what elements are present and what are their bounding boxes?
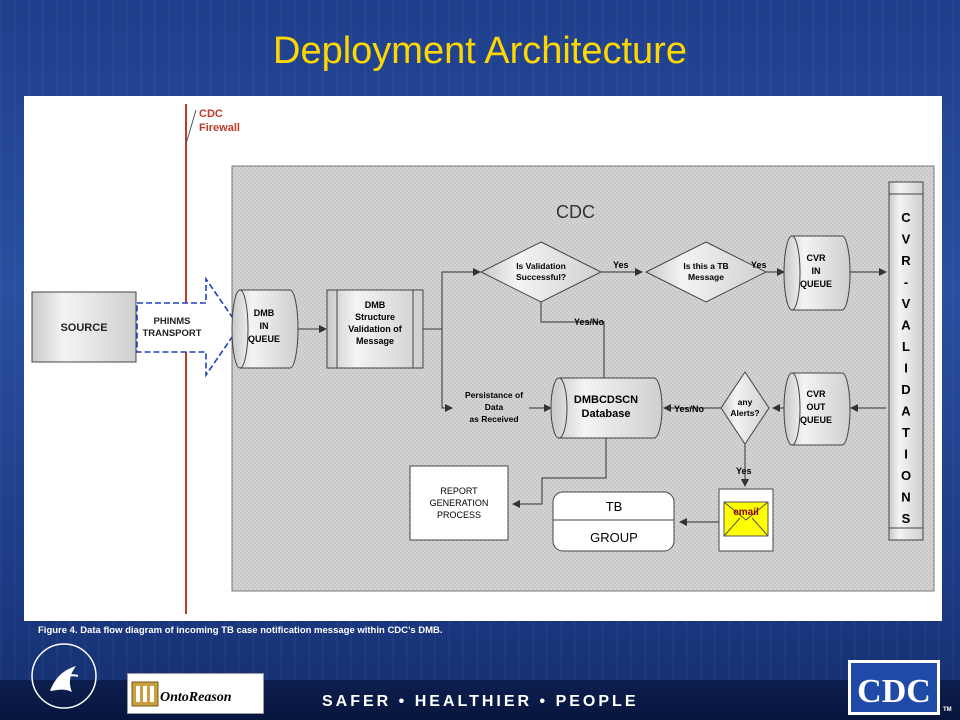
cvr-validations-letter: T [902, 425, 910, 440]
tb-group-box: TB GROUP [552, 491, 675, 552]
ontoreason-text: OntoReason [160, 690, 232, 705]
cvr-validations-letter: V [902, 296, 911, 311]
cvr-validations-letter: A [901, 404, 911, 419]
cdc-region-label: CDC [556, 202, 595, 222]
figure-caption: Figure 4. Data flow diagram of incoming … [38, 625, 443, 636]
structure-label-3: Validation of [348, 324, 403, 334]
dmb-in-queue: DMB IN QUEUE [231, 289, 299, 369]
arrow-db-to-report [512, 438, 607, 508]
tb-message-decision: Is this a TB Message [644, 241, 768, 303]
dmbcdscn-database: DMBCDSCN Database [550, 377, 663, 439]
firewall-pointer [185, 109, 197, 145]
ontoreason-logo: OntoReason [127, 673, 264, 714]
firewall-label-2: Firewall [199, 122, 240, 134]
dmb-queue-label-1: DMB [254, 308, 275, 318]
dmb-queue-label-3: QUEUE [248, 334, 280, 344]
cvr-validations-letter: L [902, 339, 910, 354]
cvr-validations-letter: C [901, 210, 911, 225]
cvr-validations-letter: V [902, 232, 911, 247]
line-validation-to-db [540, 302, 605, 378]
validation-label-2: Successful? [516, 272, 566, 282]
report-label-2: GENERATION [430, 498, 489, 508]
persistance-label-3: as Received [469, 414, 518, 424]
dmb-structure-validation: DMB Structure Validation of Message [326, 289, 424, 369]
alerts-label-1: any [738, 397, 753, 407]
data-flow-diagram: CDC Firewall CDC SOURCE PHINMS TRANSPORT… [31, 104, 935, 614]
trademark: TM [943, 707, 952, 713]
dmb-queue-label-2: IN [260, 321, 269, 331]
yes-no-label-2: Yes/No [674, 404, 705, 414]
hhs-logo [31, 643, 97, 709]
report-label-1: REPORT [440, 486, 478, 496]
structure-label-1: DMB [365, 300, 386, 310]
cdc-logo: CDC [848, 660, 940, 715]
cvr-in-label-2: IN [812, 266, 821, 276]
validation-label-1: Is Validation [516, 261, 566, 271]
email-icon: email [718, 488, 774, 552]
structure-label-2: Structure [355, 312, 395, 322]
source-box [31, 291, 137, 363]
cvr-validations-letter: D [901, 382, 910, 397]
cvr-in-label-3: QUEUE [800, 279, 832, 289]
cvr-out-label-2: OUT [807, 402, 827, 412]
firewall-label-1: CDC [199, 108, 223, 120]
arrow-structure-to-validation [423, 268, 481, 330]
cvr-validations-letter: A [901, 318, 911, 333]
cvr-validations-letter: I [904, 447, 908, 462]
yes-label-1: Yes [613, 260, 629, 270]
tb-group-label-1: TB [606, 499, 623, 514]
slide-title: Deployment Architecture [273, 30, 687, 72]
diagram-panel: CDC Firewall CDC SOURCE PHINMS TRANSPORT… [24, 96, 942, 621]
cvr-validations-letter: I [904, 361, 908, 376]
yes-label-2: Yes [751, 260, 767, 270]
cvr-validations-letter: S [902, 511, 911, 526]
cvr-validations-letter: O [901, 468, 911, 483]
tb-label-1: Is this a TB [683, 261, 728, 271]
persistance-label-2: Data [485, 402, 504, 412]
yes-label-3: Yes [736, 466, 752, 476]
source-label: SOURCE [60, 322, 107, 334]
cvr-out-queue: CVR OUT QUEUE [783, 372, 851, 446]
database-label-1: DMBCDSCN [574, 394, 638, 406]
cvr-validations-letter: R [901, 253, 911, 268]
cdc-logo-text: CDC [857, 673, 931, 710]
structure-label-4: Message [356, 336, 394, 346]
phinms-label-1: PHINMS [154, 316, 191, 327]
yes-no-label-1: Yes/No [574, 317, 605, 327]
report-label-3: PROCESS [437, 510, 481, 520]
tagline: SAFER • HEALTHIER • PEOPLE [322, 693, 639, 710]
email-label: email [733, 507, 759, 518]
cvr-in-label-1: CVR [806, 253, 826, 263]
phinms-label-2: TRANSPORT [142, 328, 201, 339]
cvr-validations-letter: - [904, 275, 908, 290]
persistance-label-1: Persistance of [465, 390, 523, 400]
report-generation-box: REPORT GENERATION PROCESS [409, 465, 509, 541]
cvr-in-queue: CVR IN QUEUE [783, 235, 851, 311]
database-label-2: Database [582, 408, 631, 420]
phinms-transport-arrow [136, 276, 240, 378]
cvr-out-label-3: QUEUE [800, 415, 832, 425]
cvr-validations-letter: N [901, 490, 910, 505]
tb-label-2: Message [688, 272, 724, 282]
tb-group-label-2: GROUP [590, 530, 638, 545]
arrow-structure-to-persistance [441, 329, 453, 412]
cvr-out-label-1: CVR [806, 389, 826, 399]
alerts-label-2: Alerts? [730, 408, 759, 418]
